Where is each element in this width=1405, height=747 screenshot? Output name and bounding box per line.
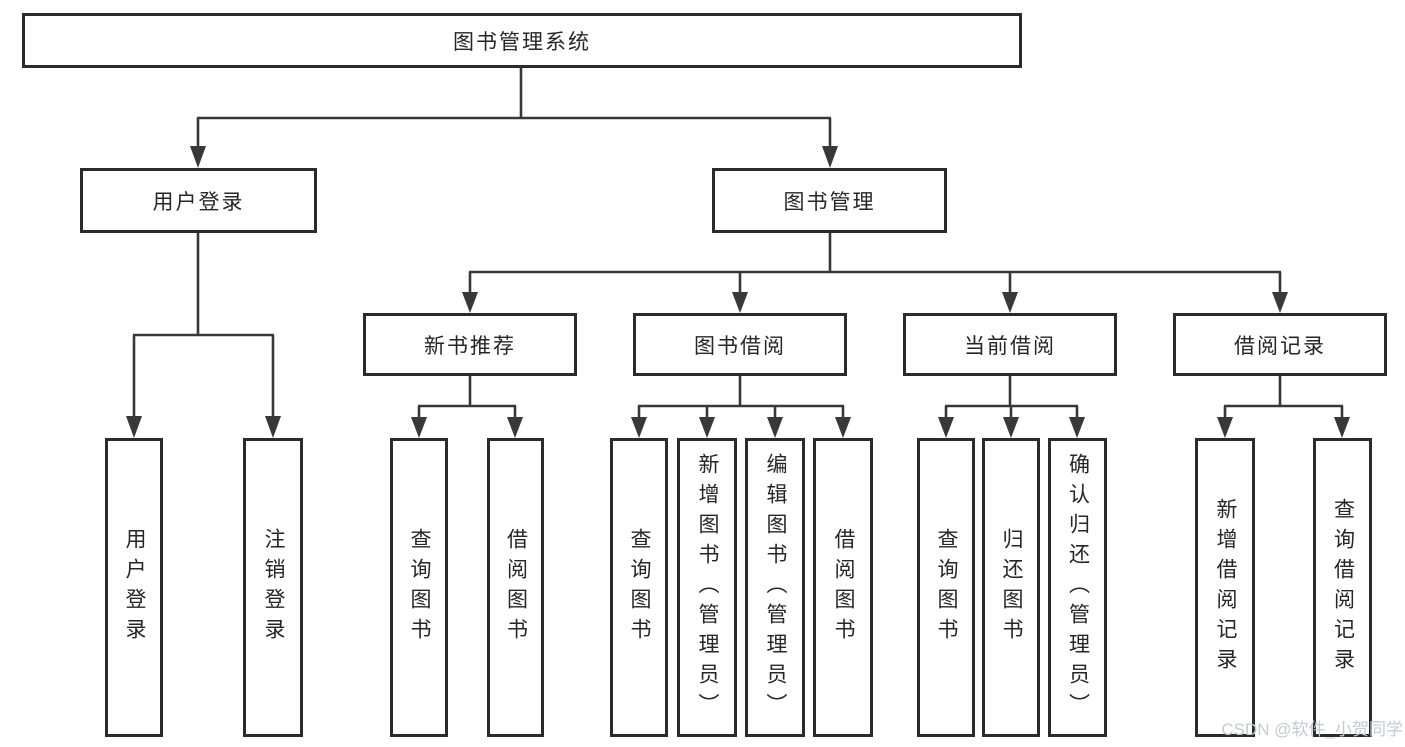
leaf-query-books-current: 查询图书 — [917, 438, 975, 737]
leaf-query-books-recommend: 查询图书 — [390, 438, 448, 737]
node-label: 注销登录 — [262, 527, 285, 648]
node-system-root: 图书管理系统 — [22, 13, 1022, 68]
leaf-query-books-borrow: 查询图书 — [610, 438, 668, 737]
leaf-borrow-books-recommend: 借阅图书 — [487, 438, 544, 737]
node-book-borrow: 图书借阅 — [633, 313, 847, 376]
node-borrow-records: 借阅记录 — [1173, 313, 1387, 376]
node-label: 用户登录 — [152, 190, 245, 214]
node-label: 新增图书（管理员） — [696, 452, 719, 723]
node-current-borrow: 当前借阅 — [903, 313, 1117, 376]
node-new-book-recommend: 新书推荐 — [363, 313, 577, 376]
node-user-login: 用户登录 — [80, 168, 317, 233]
node-label: 确认归还（管理员） — [1066, 452, 1090, 723]
node-label: 查询图书 — [628, 527, 651, 648]
leaf-edit-book-admin: 编辑图书（管理员） — [745, 438, 805, 737]
node-label: 新书推荐 — [424, 334, 516, 358]
leaf-add-borrow-record: 新增借阅记录 — [1195, 438, 1255, 737]
node-label: 归还图书 — [1000, 527, 1023, 648]
node-label: 图书管理 — [783, 190, 876, 214]
node-label: 借阅图书 — [504, 527, 528, 648]
node-label: 查询借阅记录 — [1331, 497, 1355, 678]
node-label: 图书管理系统 — [453, 30, 591, 54]
leaf-confirm-return-admin: 确认归还（管理员） — [1048, 438, 1107, 737]
node-label: 当前借阅 — [964, 334, 1056, 358]
node-label: 新增借阅记录 — [1214, 497, 1237, 678]
node-label: 图书借阅 — [694, 334, 786, 358]
leaf-query-borrow-record: 查询借阅记录 — [1313, 438, 1372, 737]
leaf-user-login: 用户登录 — [105, 438, 163, 737]
leaf-add-book-admin: 新增图书（管理员） — [677, 438, 737, 737]
node-book-management: 图书管理 — [712, 168, 947, 233]
leaf-return-book: 归还图书 — [982, 438, 1040, 737]
leaf-borrow-books: 借阅图书 — [813, 438, 873, 737]
csdn-watermark: CSDN @软件_小贺同学 — [1221, 720, 1403, 739]
node-label: 借阅图书 — [832, 527, 855, 648]
leaf-logout: 注销登录 — [243, 438, 303, 737]
node-label: 用户登录 — [123, 527, 146, 648]
node-label: 查询图书 — [935, 527, 958, 648]
node-label: 查询图书 — [408, 527, 431, 648]
node-label: 编辑图书（管理员） — [764, 452, 787, 723]
node-label: 借阅记录 — [1234, 334, 1326, 358]
